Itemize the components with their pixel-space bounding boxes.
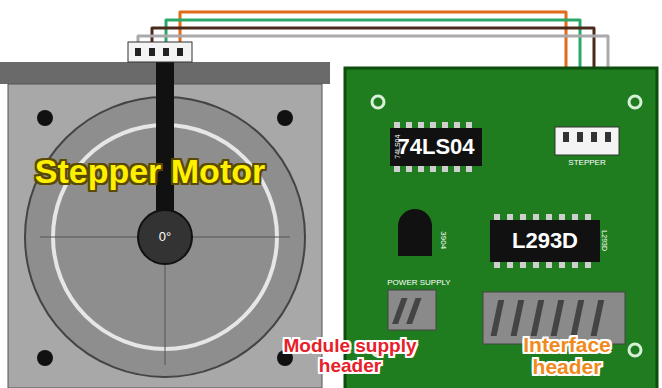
pin: [494, 262, 500, 268]
mount-hole: [277, 110, 293, 126]
angle-label: 0°: [159, 230, 171, 244]
stepper-header: [555, 127, 619, 155]
title-label: Stepper Motor: [35, 154, 265, 190]
pin: [533, 262, 539, 268]
pin: [454, 166, 460, 172]
shaft-hub: [138, 210, 192, 264]
pin: [591, 300, 605, 336]
header-label: POWER SUPPLY: [387, 279, 450, 287]
pin: [531, 300, 545, 336]
ic-chip: L293D: [490, 220, 600, 262]
pin: [520, 262, 526, 268]
header-label: STEPPER: [568, 159, 605, 167]
pin: [507, 262, 513, 268]
pin: [394, 166, 400, 172]
pin: [418, 166, 424, 172]
pin: [430, 166, 436, 172]
part-marking: 3904: [439, 231, 447, 249]
pin: [551, 300, 565, 336]
pin: [466, 166, 472, 172]
shaft-pointer: [156, 60, 174, 220]
pin: [442, 166, 448, 172]
chip-label: L293D: [512, 228, 578, 254]
pin: [406, 166, 412, 172]
chip-label: 74LS04: [397, 134, 474, 160]
mount-hole: [37, 110, 53, 126]
pin: [511, 300, 525, 336]
power-header: [388, 290, 436, 330]
chip-marking: L293D: [600, 231, 607, 252]
chip-marking: 74LS04: [394, 135, 401, 159]
pin: [546, 262, 552, 268]
callout-label: Module supply header: [275, 336, 425, 376]
pin: [559, 262, 565, 268]
pin: [491, 300, 505, 336]
mount-hole: [37, 350, 53, 366]
ic-chip: 74LS04: [390, 128, 482, 166]
transistor: [398, 209, 432, 256]
pin: [571, 300, 585, 336]
callout-label: Interface header: [497, 334, 637, 378]
pin: [572, 262, 578, 268]
pin: [585, 262, 591, 268]
motor-connector: [128, 42, 192, 62]
